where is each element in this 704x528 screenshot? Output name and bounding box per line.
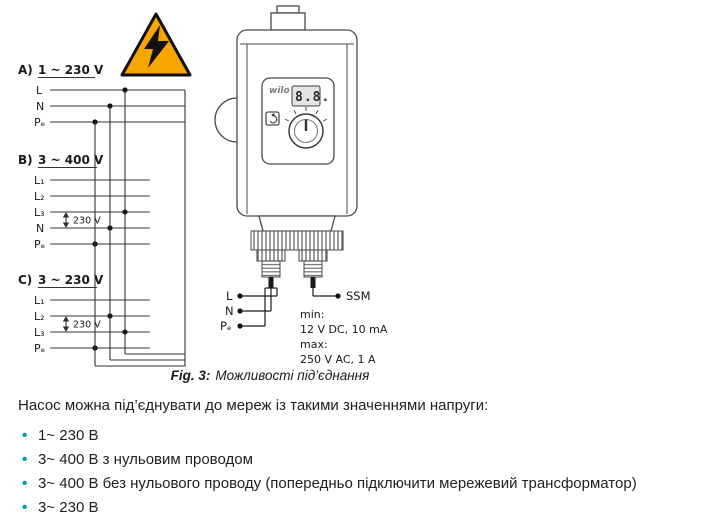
wiring-section-c: C) 3 ~ 230 V L₁ L₂ L₃ Pₑ bbox=[18, 273, 150, 355]
section-a-wires bbox=[50, 87, 185, 125]
ssm-rating-text: min: 12 V DC, 10 mA max: 250 V AC, 1 A bbox=[300, 308, 388, 366]
wire-label-n: N bbox=[36, 100, 44, 113]
section-c-title: 3 ~ 230 V bbox=[38, 273, 104, 287]
wire-label-pe: Pₑ bbox=[34, 116, 45, 129]
list-item-text: 3~ 400 В без нульового проводу (попередн… bbox=[38, 475, 637, 492]
wire-label-pe: Pₑ bbox=[34, 238, 45, 251]
wire-label-n: N bbox=[36, 222, 44, 235]
figure-connection-diagram: A) 1 ~ 230 V L N Pₑ B) 3 ~ 400 V bbox=[0, 5, 540, 383]
cable-wire-label-l: L bbox=[226, 289, 233, 303]
ssm-cable-connection: SSM bbox=[310, 277, 371, 303]
cable-gland-right bbox=[298, 249, 328, 262]
figure-caption-text: Можливості під’єднання bbox=[215, 368, 370, 383]
voltage-note-b: 230 V bbox=[62, 212, 101, 228]
list-item: 3~ 400 В без нульового проводу (попередн… bbox=[18, 475, 684, 493]
lightning-bolt-icon bbox=[144, 25, 169, 68]
ssm-label: SSM bbox=[346, 289, 371, 303]
body-text-section: Насос можна під’єднувати до мереж із так… bbox=[0, 392, 704, 517]
wiring-section-b: B) 3 ~ 400 V L₁ L₂ L₃ N Pₑ bbox=[18, 153, 150, 251]
ssm-max-value: 250 V AC, 1 A bbox=[300, 353, 376, 366]
pump-device-illustration: wilo 8.8. bbox=[214, 5, 358, 278]
control-knob bbox=[284, 107, 328, 149]
terminal-block bbox=[250, 230, 344, 251]
wiring-section-a: A) 1 ~ 230 V L N Pₑ bbox=[18, 63, 185, 129]
lcd-display bbox=[291, 85, 321, 107]
list-item-text: 3~ 230 В bbox=[38, 499, 99, 516]
lcd-display-value: 8.8. bbox=[295, 90, 330, 105]
device-top-cap bbox=[270, 12, 306, 31]
list-item: 3~ 230 В bbox=[18, 499, 684, 517]
list-item-text: 3~ 400 В з нульовим проводом bbox=[38, 451, 253, 468]
wire-label-l3: L₃ bbox=[34, 206, 45, 219]
wire-label-pe: Pₑ bbox=[34, 342, 45, 355]
intro-paragraph: Насос можна під’єднувати до мереж із так… bbox=[18, 397, 489, 414]
device-side-bump bbox=[214, 97, 238, 143]
voltage-note-c: 230 V bbox=[62, 316, 101, 332]
knob-scale-ticks bbox=[284, 107, 328, 122]
list-item: 1~ 230 В bbox=[18, 427, 684, 445]
device-neck bbox=[258, 215, 336, 232]
wiring-diagram-svg: A) 1 ~ 230 V L N Pₑ B) 3 ~ 400 V bbox=[18, 5, 388, 367]
wire-label-l1: L₁ bbox=[34, 174, 45, 187]
cable-wire-label-n: N bbox=[225, 304, 234, 318]
voltage-note-b-text: 230 V bbox=[73, 216, 101, 227]
voltage-note-c-text: 230 V bbox=[73, 320, 101, 331]
wire-label-l2: L₂ bbox=[34, 190, 45, 203]
section-c-label: C) bbox=[18, 273, 32, 287]
electrical-hazard-warning-icon bbox=[120, 12, 192, 77]
wire-label-l: L bbox=[36, 84, 43, 97]
section-c-wires bbox=[50, 299, 150, 351]
figure-number: Fig. 3: bbox=[170, 368, 211, 383]
wire-label-l3: L₃ bbox=[34, 326, 45, 339]
ssm-min-label: min: bbox=[300, 308, 324, 321]
figure-caption: Fig. 3: Можливості під’єднання bbox=[0, 368, 540, 383]
wire-label-l1: L₁ bbox=[34, 294, 45, 307]
voltage-options-list: 1~ 230 В 3~ 400 В з нульовим проводом 3~… bbox=[18, 427, 684, 517]
section-b-label: B) bbox=[18, 153, 33, 167]
device-top-nub bbox=[276, 5, 300, 14]
list-item-text: 1~ 230 В bbox=[38, 427, 99, 444]
wiring-bus bbox=[94, 90, 186, 367]
cable-wire-label-pe: Pₑ bbox=[220, 319, 232, 333]
brand-logo: wilo bbox=[269, 86, 290, 96]
wire-label-l2: L₂ bbox=[34, 310, 45, 323]
list-item: 3~ 400 В з нульовим проводом bbox=[18, 451, 684, 469]
ssm-max-label: max: bbox=[300, 338, 328, 351]
section-b-wires bbox=[50, 179, 150, 247]
power-cable-connections: L N Pₑ bbox=[220, 277, 278, 333]
cable-gland-left bbox=[256, 249, 286, 262]
section-a-title: 1 ~ 230 V bbox=[38, 63, 104, 77]
section-b-title: 3 ~ 400 V bbox=[38, 153, 104, 167]
cable-gland-right-stem bbox=[303, 260, 323, 278]
section-a-label: A) bbox=[18, 63, 33, 77]
ssm-min-value: 12 V DC, 10 mA bbox=[300, 323, 388, 336]
cable-gland-left-stem bbox=[261, 260, 281, 278]
